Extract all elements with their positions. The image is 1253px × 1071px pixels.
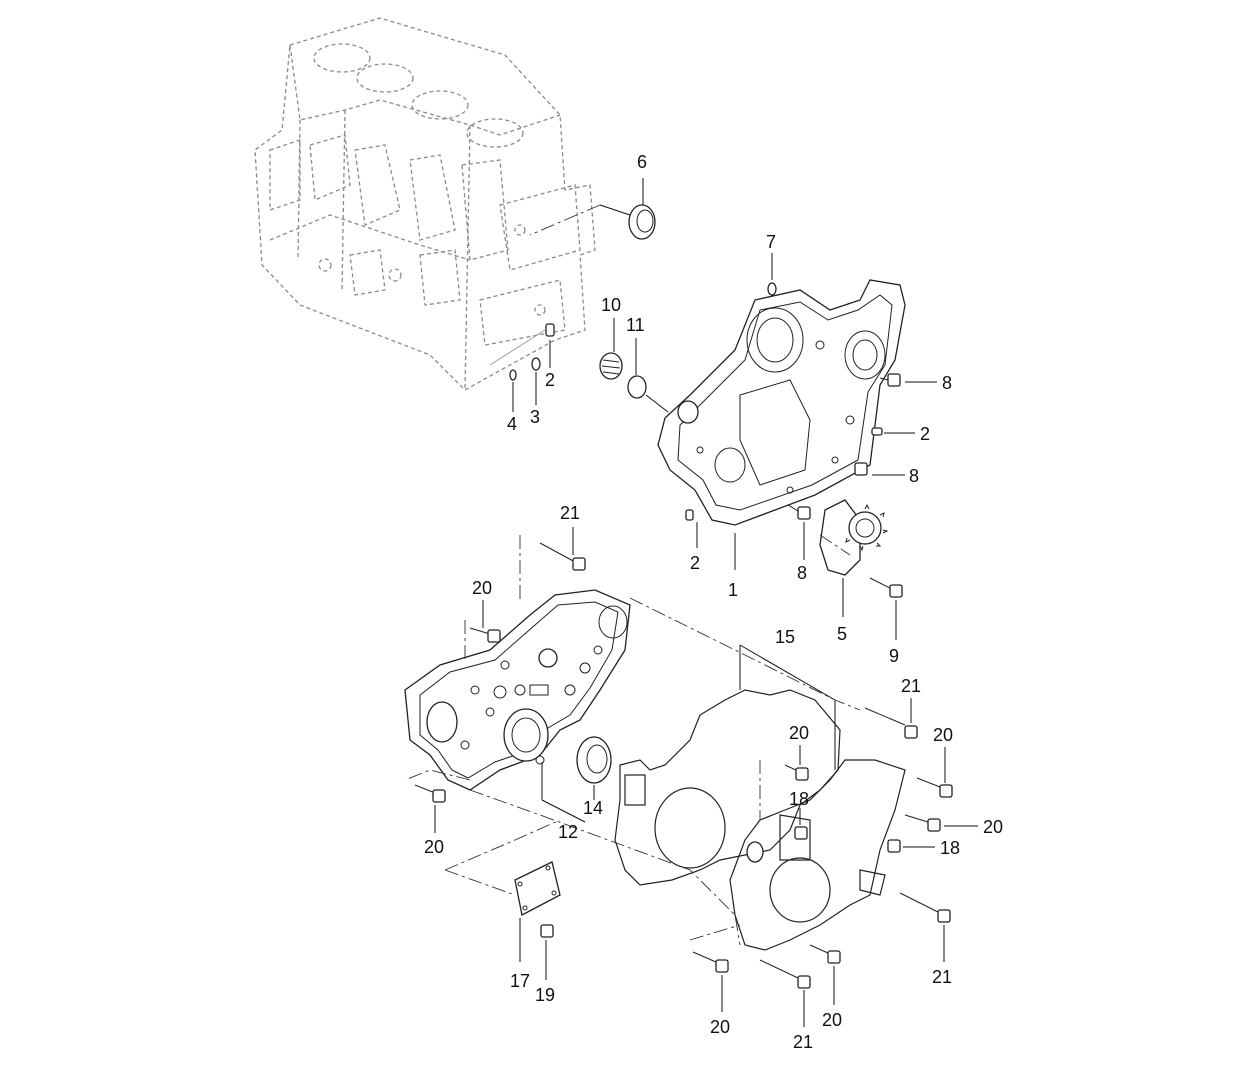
callout-12: 12 [558,822,578,842]
callout-3: 3 [530,407,540,427]
callout-4: 4 [507,414,517,434]
callout-8: 8 [797,563,807,583]
oil-pump-part-5 [819,499,903,640]
callout-2: 2 [545,370,555,390]
callout-2: 2 [920,424,930,444]
callout-6: 6 [637,152,647,172]
alignment-lines [404,204,861,946]
callout-1: 1 [728,580,738,600]
gasket-part-15 [614,644,841,886]
callout-19: 19 [535,985,555,1005]
seal-part-14 [576,736,612,800]
front-cover-part-12 [404,589,631,823]
callout-2: 2 [690,553,700,573]
callout-18: 18 [789,789,809,809]
callout-17: 17 [510,971,530,991]
gear-housing-part-1 [657,279,906,570]
callout-labels: 1 2 2 2 3 4 5 6 7 8 8 8 9 10 11 12 14 15… [424,152,1003,1052]
callout-20: 20 [822,1010,842,1030]
plug-10-oring-11 [599,318,669,413]
callout-20: 20 [983,817,1003,837]
callout-10: 10 [601,295,621,315]
callout-15: 15 [775,627,795,647]
callout-20: 20 [789,723,809,743]
cover-plate-part-17 [514,861,561,980]
callout-8: 8 [942,373,952,393]
callout-5: 5 [837,624,847,644]
callout-20: 20 [424,837,444,857]
callout-14: 14 [583,798,603,818]
dowel-and-rings-2-3-4 [489,323,555,412]
oring-part-7 [767,253,777,296]
callout-21: 21 [560,503,580,523]
callout-21: 21 [901,676,921,696]
seal-part-6 [599,178,656,240]
callout-18: 18 [940,838,960,858]
callout-9: 9 [889,646,899,666]
callout-20: 20 [710,1017,730,1037]
engine-block-phantom [254,17,596,391]
callout-20: 20 [933,725,953,745]
timing-plate [729,759,906,951]
callout-7: 7 [766,232,776,252]
callout-11: 11 [626,315,645,335]
bolts-part-8 [787,373,937,560]
bolts-part-20-21-18 [414,527,978,1027]
callout-20: 20 [472,578,492,598]
callout-21: 21 [793,1032,813,1052]
dowels-part-2 [685,427,915,548]
callout-8: 8 [909,466,919,486]
callout-21: 21 [932,967,952,987]
